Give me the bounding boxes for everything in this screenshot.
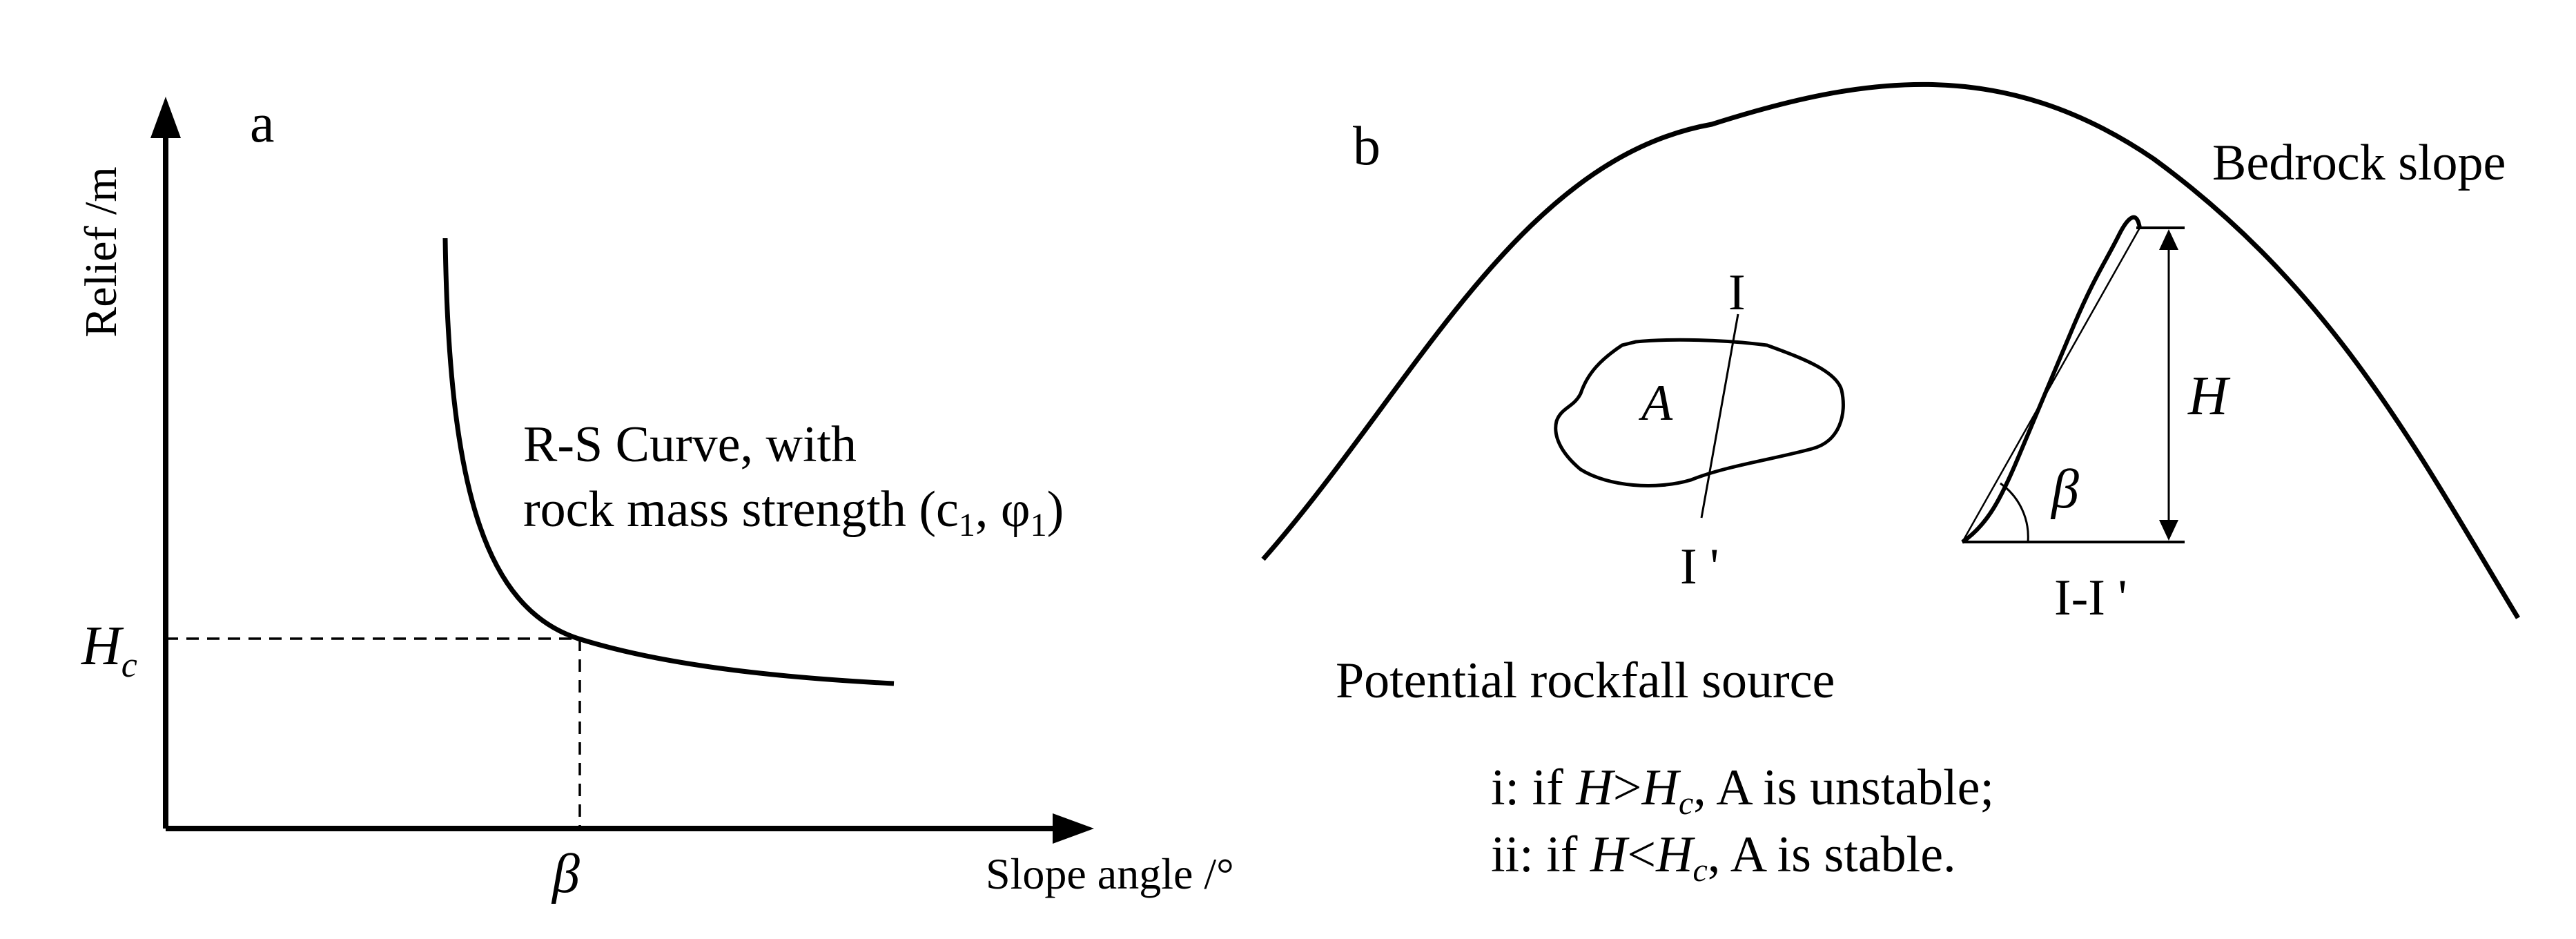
section-line [1700, 313, 1739, 519]
beta-label: β [551, 844, 580, 904]
area-label: A [1638, 375, 1673, 432]
height-arrow-bottom [2159, 520, 2178, 541]
bedrock-slope-label: Bedrock slope [2212, 135, 2506, 191]
rockfall-source-label: Potential rockfall source [1336, 652, 1835, 709]
condition-stable: ii: if H<Hc, A is stable. [1491, 826, 1956, 889]
panel-a-letter: a [250, 93, 275, 154]
curve-caption-line2: rock mass strength (c1, φ1) [523, 481, 1064, 543]
y-axis-label: Relief /m [76, 166, 126, 337]
x-axis-label: Slope angle /° [986, 849, 1234, 898]
beta-angle-arc [2000, 482, 2029, 543]
cross-section-slope [1961, 215, 2142, 544]
hc-label: Hc [81, 616, 137, 685]
bedrock-slope-profile [1261, 81, 2520, 619]
section-caption: I-I ' [2054, 570, 2127, 626]
cross-section-beta-label: β [2050, 459, 2079, 520]
panel-a: a Relief /m Slope angle /° Hc β R-S Curv… [76, 93, 1234, 904]
y-axis-arrow [150, 97, 181, 138]
section-top-label: I [1728, 264, 1746, 321]
x-axis-arrow [1053, 813, 1094, 844]
rockfall-source-outline [1554, 338, 1845, 487]
rs-curve [442, 238, 895, 686]
panel-b: b Bedrock slope I I ' A β H I-I ' Potent… [1261, 81, 2520, 889]
cross-section-hypotenuse [1961, 227, 2141, 543]
section-bottom-label: I ' [1680, 539, 1719, 595]
height-label: H [2187, 366, 2231, 427]
condition-unstable: i: if H>Hc, A is unstable; [1491, 759, 1994, 822]
curve-caption-line1: R-S Curve, with [523, 416, 857, 473]
panel-b-letter: b [1353, 116, 1380, 177]
height-arrow-top [2159, 229, 2178, 250]
